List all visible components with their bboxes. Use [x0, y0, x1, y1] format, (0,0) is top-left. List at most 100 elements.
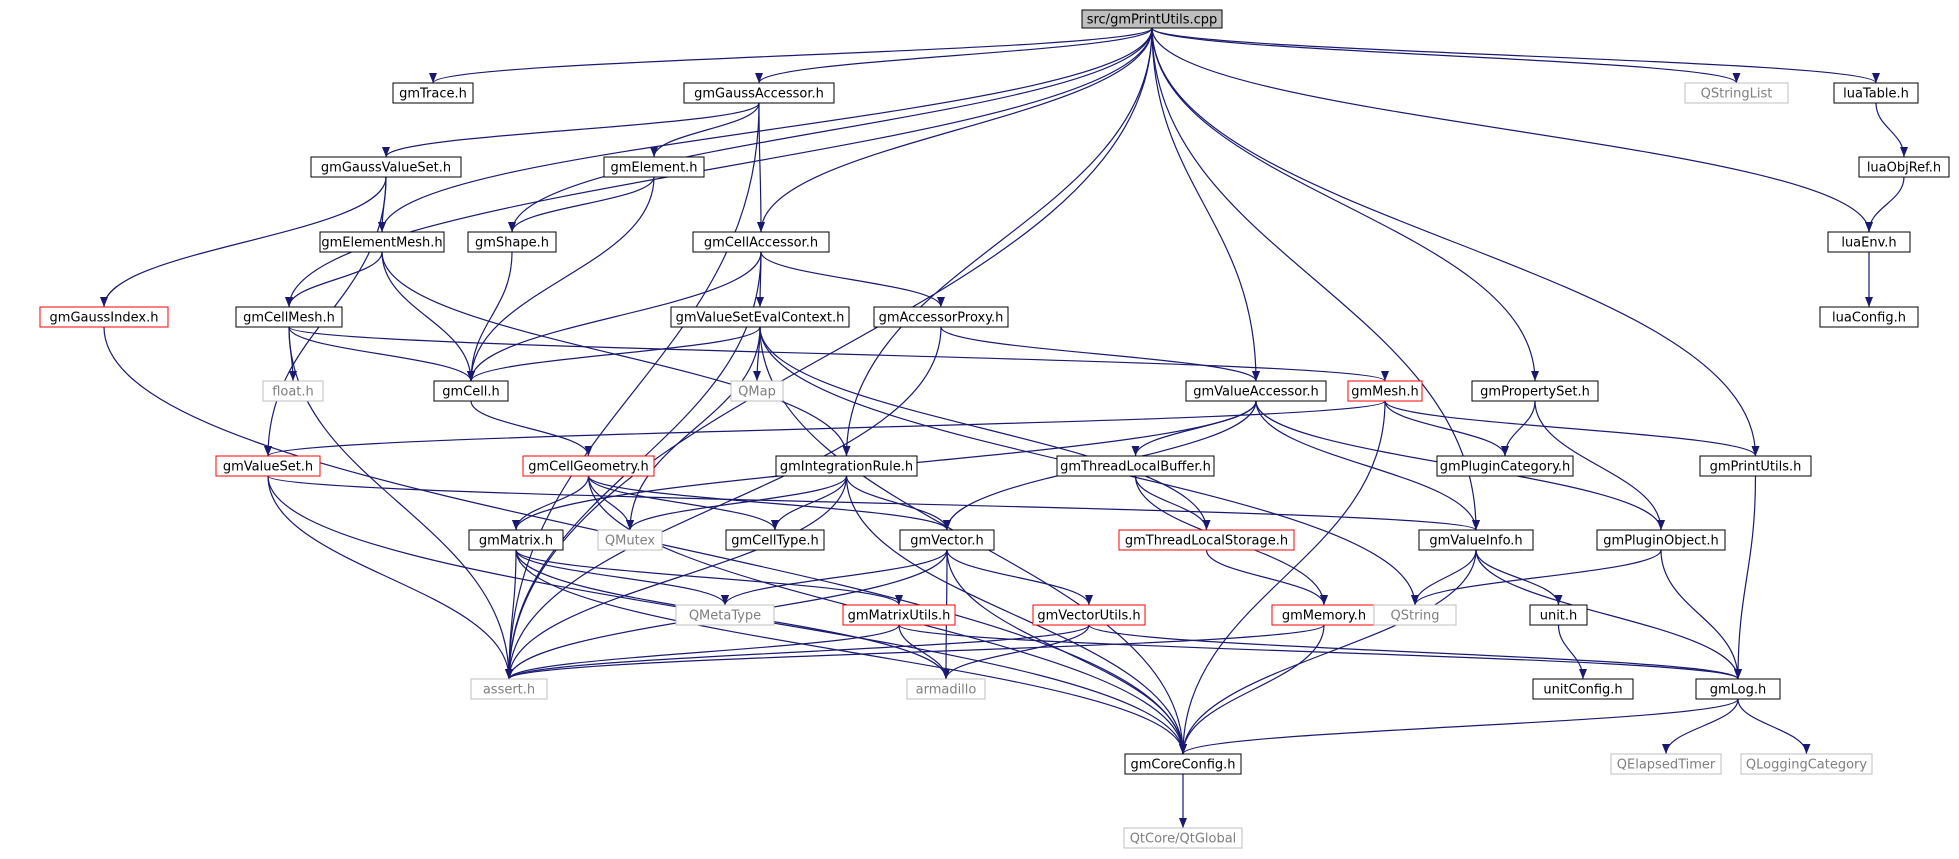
- node-label-QString: QString: [1390, 609, 1439, 624]
- node-luaObjRef[interactable]: luaObjRef.h: [1858, 156, 1950, 178]
- node-box-gmAccessorProxy: [873, 306, 1009, 328]
- node-box-gmTrace: [392, 82, 474, 104]
- edge-luaTable-to-luaObjRef: [1875, 102, 1908, 158]
- node-box-gmMatrix: [468, 529, 564, 551]
- edge-gmVectorUtils-to-assert: [505, 624, 1090, 680]
- node-box-armadillo: [906, 678, 986, 700]
- node-box-gmGaussIndex: [39, 306, 169, 328]
- node-luaEnv[interactable]: luaEnv.h: [1827, 231, 1911, 253]
- node-gmVectorUtils[interactable]: gmVectorUtils.h: [1032, 604, 1146, 626]
- node-gmCellAccessor[interactable]: gmCellAccessor.h: [692, 231, 830, 253]
- node-gmTrace[interactable]: gmTrace.h: [392, 82, 474, 104]
- node-label-assert: assert.h: [483, 683, 535, 698]
- node-gmAccessorProxy[interactable]: gmAccessorProxy.h: [873, 306, 1009, 328]
- node-gmCellType[interactable]: gmCellType.h: [725, 529, 825, 551]
- node-gmValueAccessor[interactable]: gmValueAccessor.h: [1185, 380, 1327, 402]
- edge-root-to-gmPropertySet: [1151, 27, 1539, 382]
- node-label-QtGlobal: QtCore/QtGlobal: [1130, 832, 1237, 847]
- node-box-gmValueAccessor: [1185, 380, 1327, 402]
- node-label-gmPrintUtilsH: gmPrintUtils.h: [1710, 460, 1802, 475]
- edge-gmCellGeometry-to-gmVector: [587, 475, 951, 531]
- node-gmGaussValueSet[interactable]: gmGaussValueSet.h: [310, 156, 462, 178]
- edge-gmMesh-to-gmCoreConfig: [1179, 400, 1386, 755]
- node-gmIntegrationRule[interactable]: gmIntegrationRule.h: [775, 455, 918, 477]
- node-gmMemory[interactable]: gmMemory.h: [1271, 604, 1377, 626]
- node-label-gmGaussValueSet: gmGaussValueSet.h: [321, 161, 451, 176]
- node-label-gmPropertySet: gmPropertySet.h: [1480, 385, 1590, 400]
- edge-gmCellGeometry-to-gmMatrix: [512, 475, 590, 531]
- node-box-gmElementMesh: [319, 231, 445, 253]
- node-label-luaTable: luaTable.h: [1843, 87, 1909, 102]
- node-label-gmValueAccessor: gmValueAccessor.h: [1193, 385, 1319, 400]
- edge-unit-to-unitConfig: [1557, 624, 1587, 680]
- node-gmCell[interactable]: gmCell.h: [433, 380, 509, 402]
- node-QMap: QMap: [730, 380, 784, 402]
- edge-gmPrintUtilsH-to-gmLog: [1734, 475, 1757, 680]
- node-float: float.h: [262, 380, 324, 402]
- node-gmValueSetEvalContext[interactable]: gmValueSetEvalContext.h: [670, 306, 850, 328]
- node-gmPluginCategory[interactable]: gmPluginCategory.h: [1436, 455, 1574, 477]
- edge-gmCellAccessor-to-gmAccessorProxy: [760, 251, 945, 308]
- node-gmCellMesh[interactable]: gmCellMesh.h: [235, 306, 343, 328]
- edge-gmMemory-to-gmCoreConfig: [1179, 624, 1325, 755]
- node-root[interactable]: src/gmPrintUtils.cpp: [1081, 9, 1223, 29]
- node-gmLog[interactable]: gmLog.h: [1695, 678, 1781, 700]
- node-box-QElapsedTimer: [1610, 753, 1722, 775]
- node-gmPluginObject[interactable]: gmPluginObject.h: [1596, 529, 1726, 551]
- node-gmElementMesh[interactable]: gmElementMesh.h: [319, 231, 445, 253]
- edge-root-to-gmShape: [508, 27, 1153, 233]
- edge-gmShape-to-gmCell: [467, 251, 513, 382]
- edge-gmCellMesh-to-gmMesh: [288, 326, 1389, 382]
- edge-root-to-gmGaussAccessor: [755, 27, 1153, 84]
- edge-gmElement-to-gmShape: [508, 176, 655, 233]
- node-label-gmCell: gmCell.h: [442, 385, 500, 400]
- node-label-luaEnv: luaEnv.h: [1841, 236, 1896, 251]
- node-gmMesh[interactable]: gmMesh.h: [1347, 380, 1423, 402]
- node-gmPropertySet[interactable]: gmPropertySet.h: [1471, 380, 1599, 402]
- node-gmElement[interactable]: gmElement.h: [603, 156, 705, 178]
- node-gmMatrix[interactable]: gmMatrix.h: [468, 529, 564, 551]
- node-label-gmCellMesh: gmCellMesh.h: [243, 311, 335, 326]
- node-box-assert: [470, 678, 548, 700]
- edge-gmValueSetEvalContext-to-QMutex: [626, 326, 761, 531]
- node-gmGaussIndex[interactable]: gmGaussIndex.h: [39, 306, 169, 328]
- node-luaTable[interactable]: luaTable.h: [1833, 82, 1919, 104]
- node-QMetaType: QMetaType: [675, 604, 775, 626]
- node-label-gmElement: gmElement.h: [610, 161, 697, 176]
- edge-gmMemory-to-assert: [505, 624, 1325, 680]
- node-gmThreadLocalBuffer[interactable]: gmThreadLocalBuffer.h: [1056, 455, 1215, 477]
- node-box-gmGaussAccessor: [683, 82, 835, 104]
- node-QMutex: QMutex: [597, 529, 663, 551]
- edge-gmElement-to-gmCell: [467, 176, 655, 382]
- node-box-gmValueInfo: [1418, 529, 1534, 551]
- node-gmValueSet[interactable]: gmValueSet.h: [215, 455, 321, 477]
- node-label-gmTrace: gmTrace.h: [399, 87, 467, 102]
- node-box-gmPrintUtilsH: [1699, 455, 1812, 477]
- node-gmVector[interactable]: gmVector.h: [899, 529, 995, 551]
- edge-gmIntegrationRule-to-gmVector: [845, 475, 951, 531]
- node-luaConfig[interactable]: luaConfig.h: [1819, 306, 1919, 328]
- node-box-luaObjRef: [1858, 156, 1950, 178]
- node-gmGaussAccessor[interactable]: gmGaussAccessor.h: [683, 82, 835, 104]
- node-gmCellGeometry[interactable]: gmCellGeometry.h: [522, 455, 655, 477]
- node-label-gmCellType: gmCellType.h: [731, 534, 818, 549]
- node-label-QMutex: QMutex: [605, 534, 656, 549]
- node-gmMatrixUtils[interactable]: gmMatrixUtils.h: [842, 604, 956, 626]
- node-box-QtGlobal: [1123, 827, 1243, 849]
- node-unitConfig[interactable]: unitConfig.h: [1532, 678, 1634, 700]
- edge-root-to-gmValueInfo: [1151, 27, 1480, 531]
- node-box-luaTable: [1833, 82, 1919, 104]
- edge-gmCell-to-gmCellGeometry: [470, 400, 593, 457]
- node-gmThreadLocalStorage[interactable]: gmThreadLocalStorage.h: [1118, 529, 1295, 551]
- edge-gmPluginObject-to-gmLog: [1660, 549, 1742, 680]
- node-gmCoreConfig[interactable]: gmCoreConfig.h: [1124, 753, 1242, 775]
- edge-gmCellGeometry-to-gmCellType: [587, 475, 779, 531]
- node-label-QLoggingCategory: QLoggingCategory: [1746, 758, 1867, 773]
- node-unit[interactable]: unit.h: [1529, 604, 1588, 626]
- edge-root-to-gmPrintUtilsH: [1151, 27, 1760, 457]
- node-gmPrintUtilsH[interactable]: gmPrintUtils.h: [1699, 455, 1812, 477]
- edge-gmLog-to-QLoggingCategory: [1737, 698, 1811, 755]
- node-gmValueInfo[interactable]: gmValueInfo.h: [1418, 529, 1534, 551]
- edge-root-to-gmIntegrationRule: [842, 27, 1153, 457]
- node-gmShape[interactable]: gmShape.h: [467, 231, 557, 253]
